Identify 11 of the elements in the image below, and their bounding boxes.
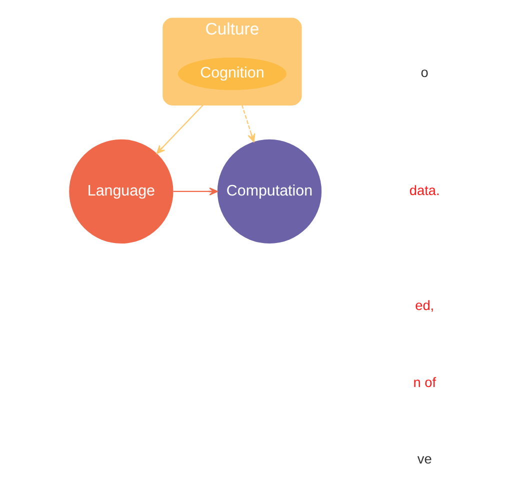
arrow [172, 186, 218, 195]
label: o [420, 64, 428, 80]
label: n of [412, 374, 436, 390]
arrow [156, 104, 203, 154]
node-ellipse: Cognition [177, 57, 286, 90]
label: data. [408, 182, 440, 198]
label: ve [416, 451, 432, 466]
arrow [240, 104, 255, 142]
node-circle: Computation [216, 138, 322, 244]
label: ed, [414, 298, 434, 313]
node-circle: Language [68, 138, 173, 244]
